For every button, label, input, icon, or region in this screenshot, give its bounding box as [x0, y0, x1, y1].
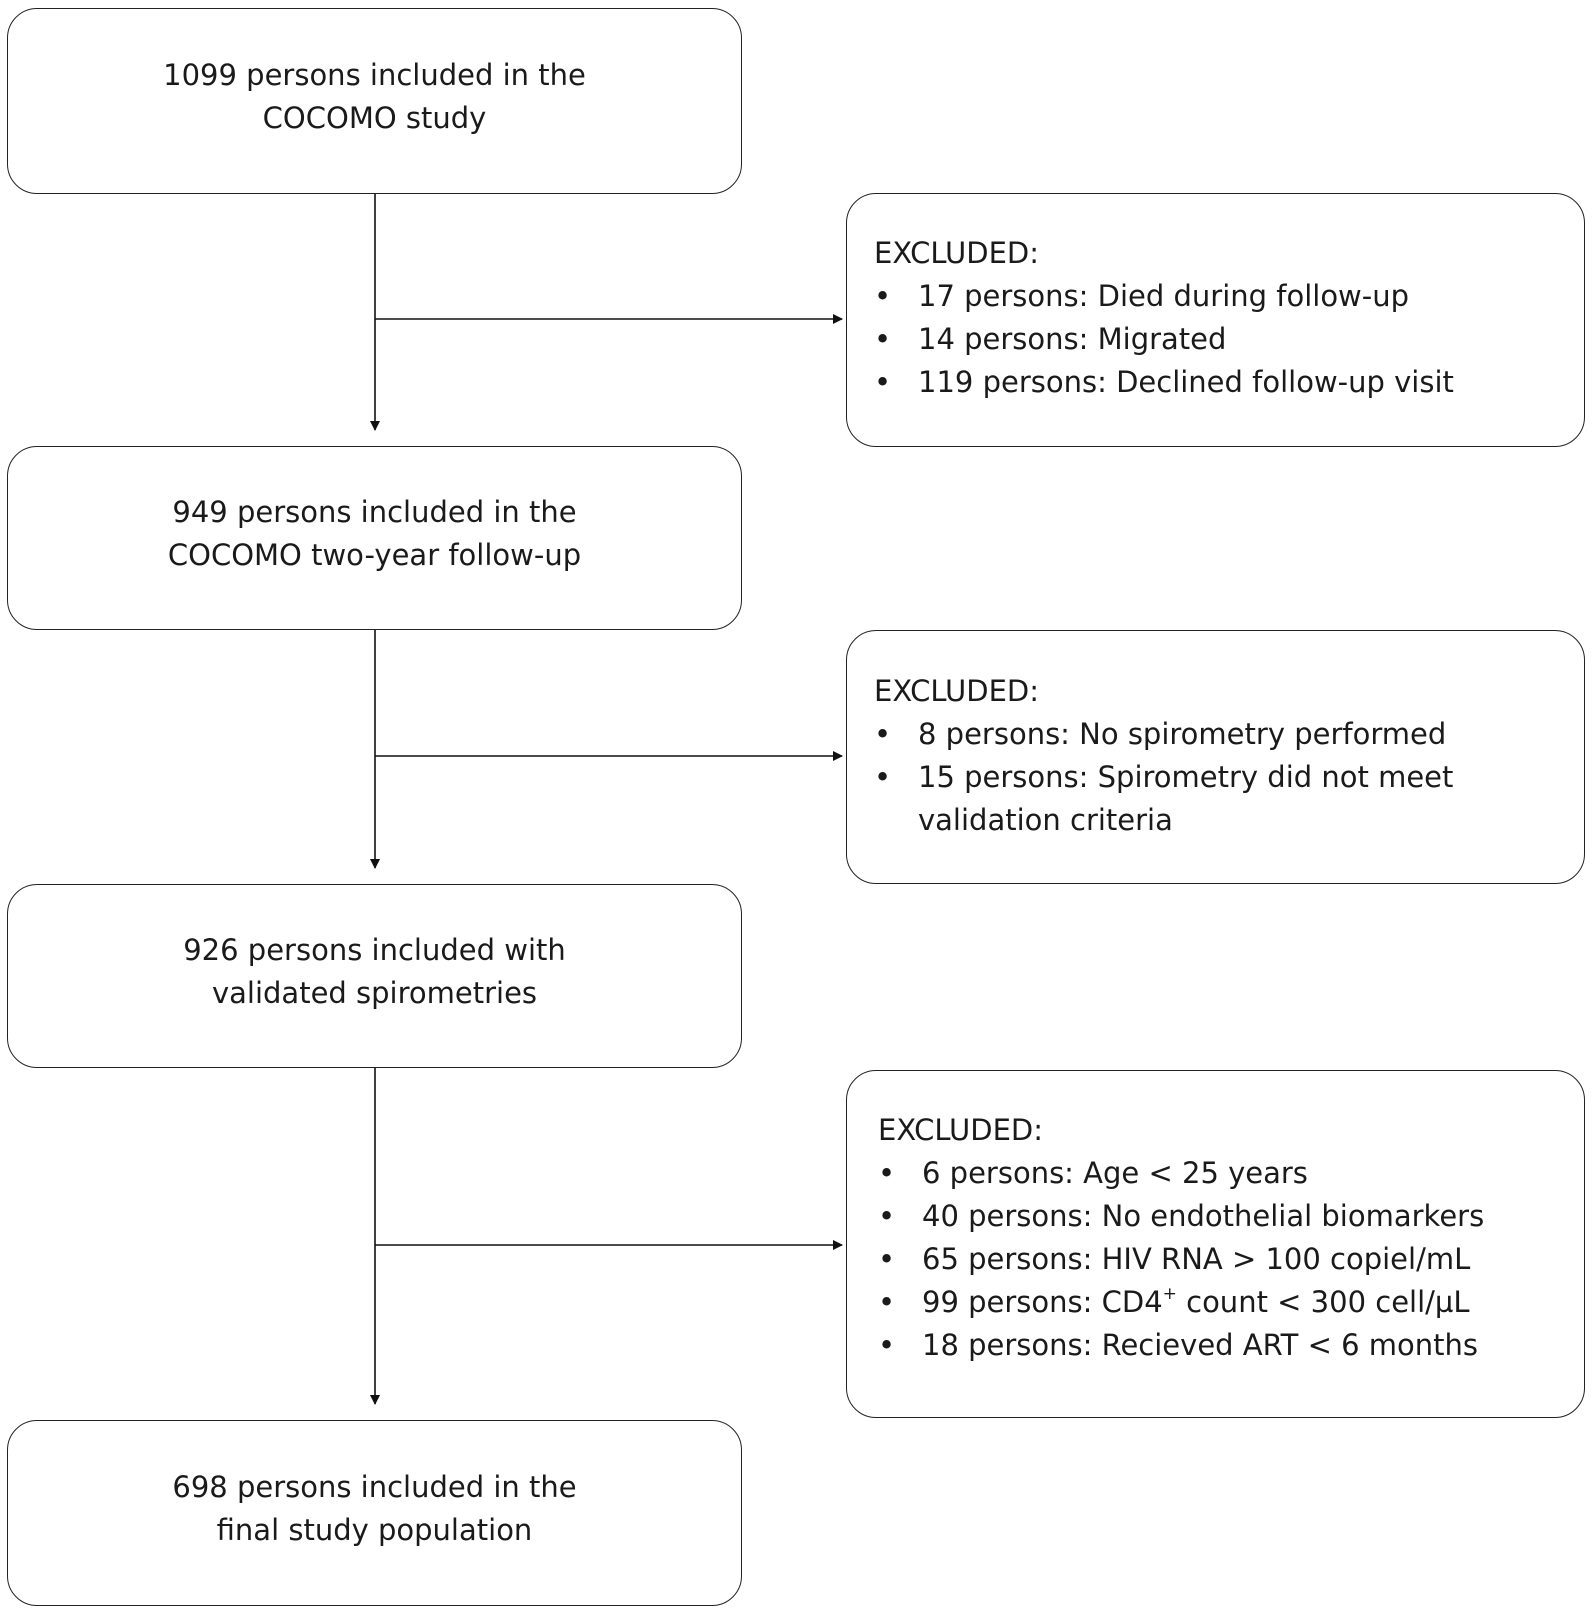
- exclusion-item: • 18 persons: Recieved ART < 6 months: [878, 1324, 1484, 1367]
- exclusion-item: • 99 persons: CD4+ count < 300 cell/µL: [878, 1281, 1484, 1324]
- exclusion-item-text: 6 persons: Age < 25 years: [922, 1156, 1308, 1190]
- exclusion-item: • 40 persons: No endothelial biomarkers: [878, 1195, 1484, 1238]
- bullet-icon: •: [878, 1328, 896, 1362]
- bullet-icon: •: [878, 1199, 896, 1233]
- exclusion-item: • 8 persons: No spirometry performed: [874, 713, 1453, 756]
- exclusion-item-text: 18 persons: Recieved ART < 6 months: [922, 1328, 1479, 1362]
- bullet-icon: •: [878, 1156, 896, 1190]
- exclusion-item-text: 65 persons: HIV RNA > 100 copiel/mL: [922, 1242, 1471, 1276]
- exclusion-item: • 65 persons: HIV RNA > 100 copiel/mL: [878, 1238, 1484, 1281]
- exclusion-list: • 6 persons: Age < 25 years • 40 persons…: [878, 1152, 1484, 1367]
- exclusion-item-text: 15 persons: Spirometry did not meet: [918, 760, 1454, 794]
- flow-box-two-year-follow-up: 949 persons included in the COCOMO two-y…: [7, 446, 742, 630]
- flow-box-line: validated spirometries: [211, 976, 538, 1010]
- flow-box-line: 698 persons included in the: [172, 1470, 577, 1504]
- bullet-icon: •: [874, 760, 892, 794]
- exclusion-item-text: 14 persons: Migrated: [918, 322, 1227, 356]
- exclusion-box-1: EXCLUDED: • 17 persons: Died during foll…: [846, 193, 1585, 447]
- exclusion-item-text: 99 persons: CD4: [922, 1285, 1163, 1319]
- flow-box-cocomo-study: 1099 persons included in the COCOMO stud…: [7, 8, 742, 194]
- exclusion-item: • 17 persons: Died during follow-up: [874, 275, 1454, 318]
- exclusion-box-2: EXCLUDED: • 8 persons: No spirometry per…: [846, 630, 1585, 884]
- flow-box-line: 949 persons included in the: [172, 495, 577, 529]
- exclusion-heading: EXCLUDED:: [878, 1113, 1044, 1147]
- exclusion-list: • 17 persons: Died during follow-up • 14…: [874, 275, 1454, 404]
- flow-box-line: COCOMO two-year follow-up: [167, 538, 582, 572]
- flow-box-validated-spirometries: 926 persons included with validated spir…: [7, 884, 742, 1068]
- exclusion-heading: EXCLUDED:: [874, 236, 1040, 270]
- exclusion-item-text: 8 persons: No spirometry performed: [918, 717, 1447, 751]
- exclusion-item: • 15 persons: Spirometry did not meet va…: [874, 756, 1453, 842]
- bullet-icon: •: [878, 1242, 896, 1276]
- superscript-plus: +: [1162, 1284, 1177, 1305]
- flow-box-line: COCOMO study: [262, 101, 487, 135]
- flow-box-line: 926 persons included with: [183, 933, 566, 967]
- flow-box-line: 1099 persons included in the: [163, 58, 586, 92]
- exclusion-item-text: 119 persons: Declined follow-up visit: [918, 365, 1454, 399]
- exclusion-item: • 14 persons: Migrated: [874, 318, 1454, 361]
- bullet-icon: •: [878, 1285, 896, 1319]
- exclusion-list: • 8 persons: No spirometry performed • 1…: [874, 713, 1453, 842]
- bullet-icon: •: [874, 279, 892, 313]
- exclusion-item-text: 17 persons: Died during follow-up: [918, 279, 1410, 313]
- flow-box-final-population: 698 persons included in the final study …: [7, 1420, 742, 1606]
- exclusion-item-continuation: validation criteria: [918, 803, 1173, 837]
- exclusion-heading: EXCLUDED:: [874, 674, 1040, 708]
- bullet-icon: •: [874, 322, 892, 356]
- exclusion-item: • 119 persons: Declined follow-up visit: [874, 361, 1454, 404]
- exclusion-item-text: count < 300 cell/µL: [1176, 1285, 1470, 1319]
- bullet-icon: •: [874, 365, 892, 399]
- exclusion-box-3: EXCLUDED: • 6 persons: Age < 25 years • …: [846, 1070, 1585, 1418]
- bullet-icon: •: [874, 717, 892, 751]
- flow-box-line: final study population: [216, 1513, 533, 1547]
- exclusion-item-text: 40 persons: No endothelial biomarkers: [922, 1199, 1485, 1233]
- exclusion-item: • 6 persons: Age < 25 years: [878, 1152, 1484, 1195]
